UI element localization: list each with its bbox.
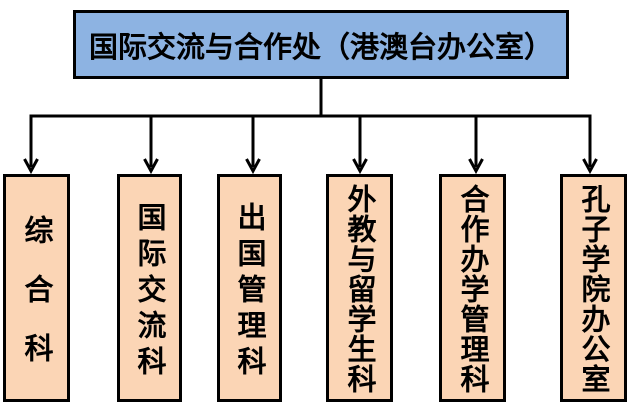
arrow-down-icon: [245, 158, 261, 175]
connector-branch-6: [582, 114, 598, 175]
department-box-cooperative-education: 合作办学管理科: [439, 174, 506, 402]
department-label: 综合科: [20, 214, 54, 392]
arrow-down-icon: [582, 158, 598, 175]
department-box-confucius-institute: 孔子学院办公室: [560, 174, 627, 402]
arrow-down-icon: [352, 158, 368, 175]
arrow-down-icon: [143, 158, 159, 175]
arrow-down-icon: [23, 158, 39, 175]
department-label: 国际交流科: [133, 201, 167, 382]
header-label: 国际交流与合作处（港澳台办公室）: [88, 29, 553, 64]
department-label: 孔子学院办公室: [577, 183, 611, 394]
connector-branch-1: [23, 114, 39, 175]
department-box-foreign-teachers-students: 外教与留学生科: [326, 174, 393, 402]
department-box-overseas-management: 出国管理科: [217, 174, 282, 402]
connector-branch-5: [468, 116, 484, 175]
department-label: 外教与留学生科: [343, 183, 377, 394]
department-box-international-exchange: 国际交流科: [117, 174, 182, 402]
header-box: 国际交流与合作处（港澳台办公室）: [73, 10, 569, 79]
connector-branch-4: [352, 116, 368, 175]
arrow-down-icon: [468, 158, 484, 175]
department-label: 合作办学管理科: [456, 183, 490, 394]
department-label: 出国管理科: [233, 201, 267, 382]
connector-branch-2: [143, 116, 159, 175]
department-box-general-affairs: 综合科: [3, 174, 70, 402]
connector-branch-3: [245, 116, 261, 175]
